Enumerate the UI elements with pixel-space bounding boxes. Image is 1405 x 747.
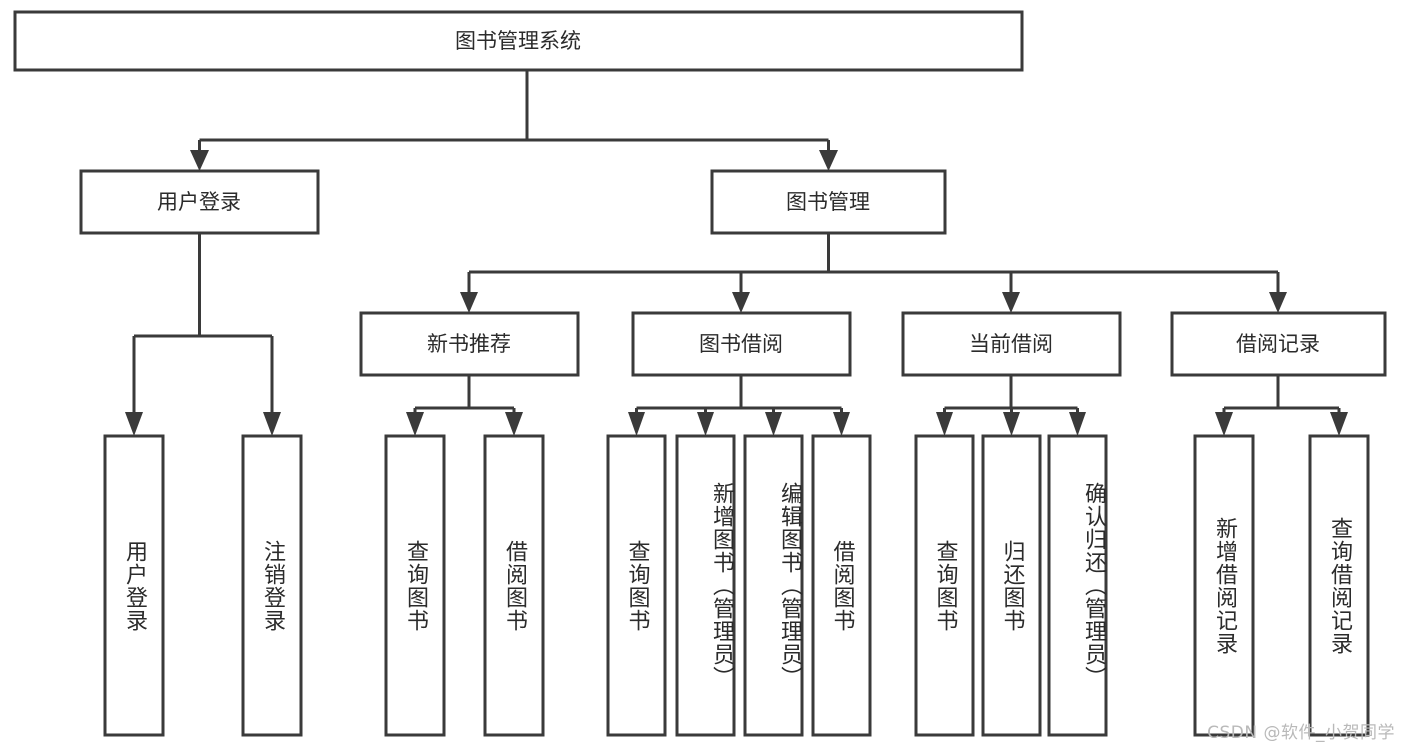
arrow-head-book-management bbox=[819, 150, 838, 171]
arrow-head-leaf-add-book bbox=[697, 412, 714, 436]
arrow-head-borrow-record bbox=[1269, 292, 1287, 313]
nodes-layer: 图书管理系统 用户登录 图书管理 新书推荐 图书借阅 当前借阅 借阅记录 bbox=[13, 10, 1387, 737]
node-box-leaf-confirm-return[interactable] bbox=[1047, 434, 1108, 737]
arrow-head-new-book-recommend bbox=[460, 292, 478, 313]
node-label-root: 图书管理系统 bbox=[455, 29, 581, 53]
node-label-borrow-record: 借阅记录 bbox=[1236, 332, 1320, 356]
node-box-leaf-query-book-2[interactable] bbox=[606, 434, 667, 737]
node-label-user-login: 用户登录 bbox=[157, 190, 241, 214]
node-box-leaf-edit-book[interactable] bbox=[743, 434, 804, 737]
node-box-leaf-add-borrow-record[interactable] bbox=[1193, 434, 1255, 737]
arrow-head-leaf-borrow-book-2 bbox=[833, 412, 850, 436]
node-box-borrow-record[interactable] bbox=[1170, 311, 1387, 377]
arrow-head-leaf-user-login bbox=[125, 412, 143, 436]
node-box-user-login[interactable] bbox=[79, 169, 320, 235]
arrow-head-leaf-query-book-2 bbox=[628, 412, 645, 436]
node-label-current-borrow: 当前借阅 bbox=[969, 332, 1053, 356]
arrow-head-book-borrow bbox=[732, 292, 750, 313]
arrow-head-user-login bbox=[190, 150, 209, 171]
node-box-leaf-user-logout[interactable] bbox=[241, 434, 303, 737]
arrow-head-leaf-query-book-1 bbox=[406, 412, 424, 436]
node-box-new-book-recommend[interactable] bbox=[359, 311, 580, 377]
node-box-leaf-borrow-book-2[interactable] bbox=[811, 434, 872, 737]
arrow-head-leaf-borrow-book-1 bbox=[505, 412, 523, 436]
node-box-leaf-query-book-1[interactable] bbox=[384, 434, 446, 737]
arrow-head-leaf-user-logout bbox=[263, 412, 281, 436]
arrow-head-leaf-return-book bbox=[1003, 412, 1020, 436]
node-box-book-borrow[interactable] bbox=[631, 311, 852, 377]
node-box-leaf-add-book[interactable] bbox=[675, 434, 736, 737]
node-box-leaf-user-login[interactable] bbox=[103, 434, 165, 737]
node-box-leaf-return-book[interactable] bbox=[981, 434, 1042, 737]
node-label-book-management: 图书管理 bbox=[786, 190, 870, 214]
node-box-root[interactable] bbox=[13, 10, 1024, 72]
arrow-head-leaf-edit-book bbox=[765, 412, 782, 436]
arrow-head-leaf-query-borrow-record bbox=[1330, 412, 1348, 436]
node-box-book-management[interactable] bbox=[710, 169, 947, 235]
arrow-head-leaf-query-book-3 bbox=[936, 412, 953, 436]
node-box-current-borrow[interactable] bbox=[901, 311, 1122, 377]
node-label-book-borrow: 图书借阅 bbox=[699, 332, 783, 356]
node-box-leaf-query-borrow-record[interactable] bbox=[1308, 434, 1370, 737]
connectors-layer bbox=[125, 70, 1348, 436]
node-box-leaf-query-book-3[interactable] bbox=[914, 434, 975, 737]
arrow-head-current-borrow bbox=[1002, 292, 1020, 313]
node-box-leaf-borrow-book-1[interactable] bbox=[483, 434, 545, 737]
csdn-watermark: CSDN @软件_小贺同学 bbox=[1207, 723, 1395, 743]
arrow-head-leaf-add-borrow-record bbox=[1215, 412, 1233, 436]
node-label-new-book-recommend: 新书推荐 bbox=[427, 332, 511, 356]
arrow-head-leaf-confirm-return bbox=[1069, 412, 1086, 436]
